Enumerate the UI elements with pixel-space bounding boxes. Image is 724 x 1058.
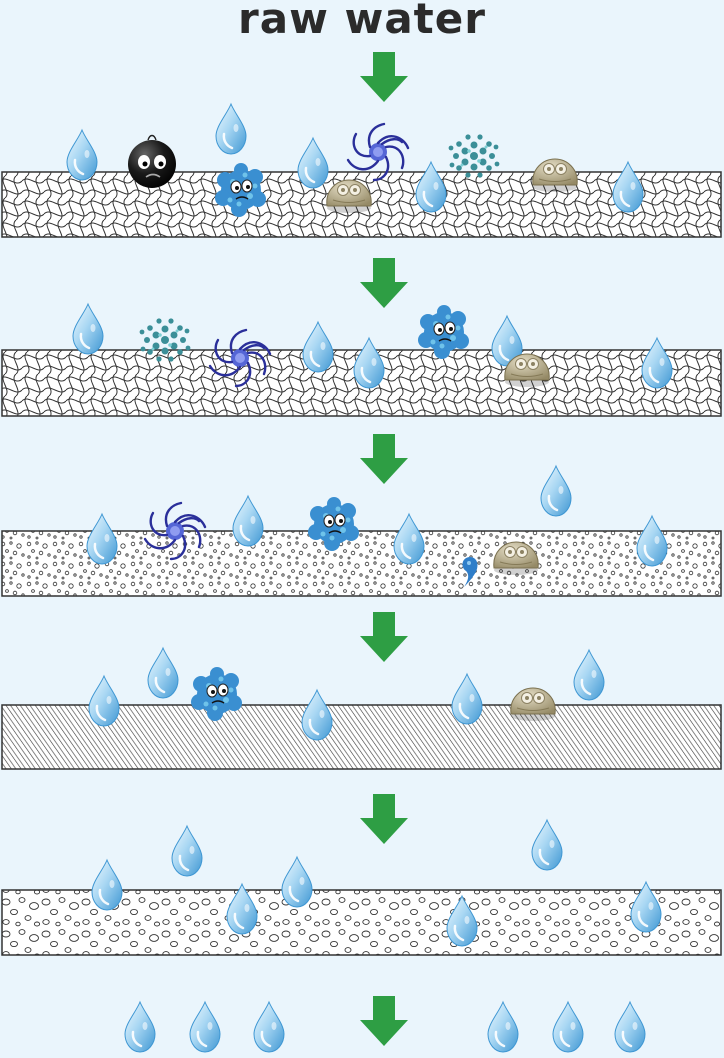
water-drop-icon [450,672,484,726]
flow-arrow-icon [360,52,408,102]
water-drop-icon [414,160,448,214]
water-drop-icon [352,336,386,390]
water-drop-icon [611,160,645,214]
black-blob-icon [127,134,177,189]
water-drop-icon [65,128,99,182]
water-drop-icon [188,1000,222,1054]
water-drop-icon [280,855,314,909]
teal-dots-cluster-icon [448,134,500,178]
water-drop-icon [640,336,674,390]
tan-sediment-icon [510,687,556,722]
water-drop-icon [635,514,669,568]
water-drop-icon [87,674,121,728]
water-drop-icon [146,646,180,700]
flow-arrow-icon [360,434,408,484]
flow-arrow-icon [360,996,408,1046]
water-drop-icon [392,512,426,566]
filter-layer-3 [1,464,722,597]
tan-sediment-icon [532,158,578,193]
water-drop-icon [170,824,204,878]
filter-layer-2 [1,302,722,417]
water-drop-icon [486,1000,520,1054]
water-drop-icon [300,688,334,742]
filter-layer-4 [1,646,722,770]
water-drop-icon [539,464,573,518]
diagram-title: raw water [238,0,486,43]
water-drop-icon [252,1000,286,1054]
water-drop-icon [90,858,124,912]
filter-layer-1 [1,102,722,238]
flow-arrow-icon [360,794,408,844]
flow-arrow-icon [360,612,408,662]
water-drop-icon [301,320,335,374]
flow-arrow-icon [360,258,408,308]
water-drop-icon [123,1000,157,1054]
water-drop-icon [71,302,105,356]
water-drop-icon [613,1000,647,1054]
water-drop-icon [530,818,564,872]
water-drop-icon [572,648,606,702]
water-drop-icon [231,494,265,548]
water-drop-icon [296,136,330,190]
water-drop-icon [551,1000,585,1054]
filter-layer-5 [1,818,722,956]
water-drop-icon [85,512,119,566]
water-drop-icon [214,102,248,156]
